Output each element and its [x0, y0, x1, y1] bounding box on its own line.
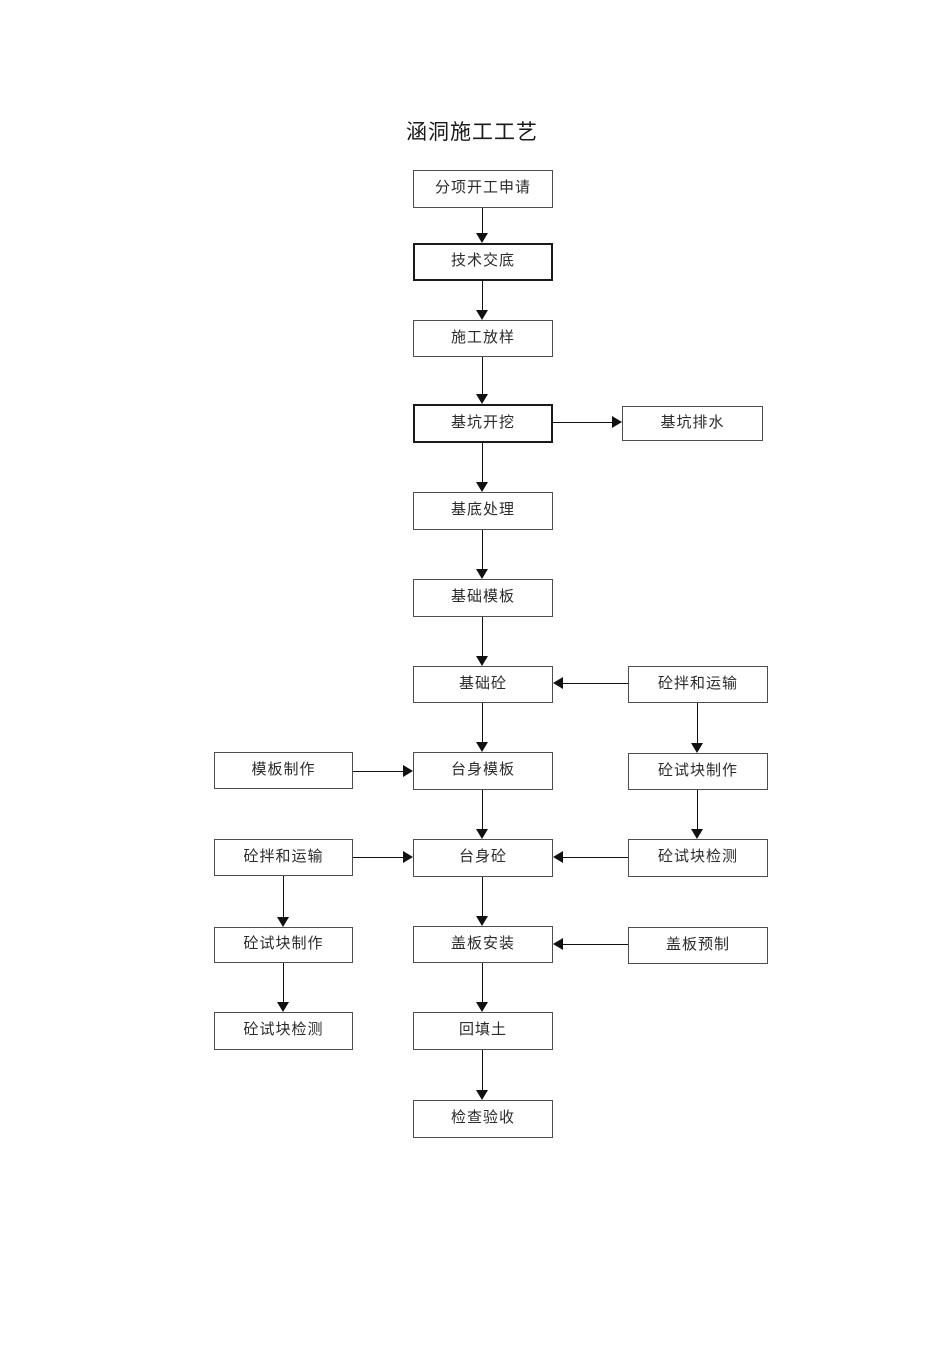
arrow-mixing-transport-left-test-block-making-left — [277, 876, 290, 927]
arrow-line — [282, 963, 284, 1003]
arrow-head — [277, 917, 289, 927]
arrow-line — [562, 856, 628, 858]
arrow-line — [481, 963, 483, 1003]
arrow-layout-survey-pit-excavation — [476, 357, 489, 404]
arrow-head — [553, 938, 563, 950]
arrow-mixing-transport-right-test-block-making-right — [691, 703, 704, 753]
arrow-base-treatment-foundation-formwork — [476, 530, 489, 579]
arrow-head — [612, 416, 622, 428]
arrow-backfill-inspection-acceptance — [476, 1050, 489, 1100]
arrow-line — [696, 703, 698, 744]
arrow-line — [553, 421, 613, 423]
arrow-line — [696, 790, 698, 830]
arrow-formwork-fabrication-body-formwork — [353, 765, 413, 778]
arrow-head — [403, 765, 413, 777]
flow-node-test-block-making-right: 砼试块制作 — [628, 753, 768, 790]
arrow-head — [476, 482, 488, 492]
arrow-foundation-concrete-body-formwork — [476, 703, 489, 752]
arrow-head — [476, 310, 488, 320]
arrow-mixing-transport-left-body-concrete — [353, 851, 413, 864]
flow-node-cover-installation: 盖板安装 — [413, 926, 553, 963]
arrow-head — [691, 743, 703, 753]
flow-node-test-block-testing-right: 砼试块检测 — [628, 839, 768, 877]
flow-node-base-treatment: 基底处理 — [413, 492, 553, 530]
arrow-head — [476, 916, 488, 926]
arrow-test-block-making-right-test-block-testing-right — [691, 790, 704, 839]
arrow-head — [277, 1002, 289, 1012]
arrow-line — [481, 877, 483, 917]
arrow-line — [562, 682, 628, 684]
arrow-cover-installation-backfill — [476, 963, 489, 1012]
arrow-head — [553, 851, 563, 863]
arrow-cover-prefabrication-cover-installation — [553, 938, 628, 951]
arrow-line — [282, 876, 284, 918]
arrow-line — [481, 208, 483, 234]
arrow-head — [476, 1090, 488, 1100]
flow-node-foundation-formwork: 基础模板 — [413, 579, 553, 617]
arrow-foundation-formwork-foundation-concrete — [476, 617, 489, 666]
arrow-mixing-transport-right-foundation-concrete — [553, 677, 628, 690]
flow-node-inspection-acceptance: 检查验收 — [413, 1100, 553, 1138]
flow-node-pit-excavation: 基坑开挖 — [413, 404, 553, 443]
arrow-head — [476, 1002, 488, 1012]
flow-node-body-formwork: 台身模板 — [413, 752, 553, 790]
arrow-head — [476, 233, 488, 243]
flow-node-layout-survey: 施工放样 — [413, 320, 553, 357]
arrow-line — [562, 943, 628, 945]
arrow-line — [353, 770, 404, 772]
arrow-head — [403, 851, 413, 863]
arrow-line — [481, 281, 483, 311]
arrow-line — [481, 357, 483, 395]
arrow-head — [691, 829, 703, 839]
flow-node-test-block-making-left: 砼试块制作 — [214, 927, 353, 963]
flow-node-test-block-testing-left: 砼试块检测 — [214, 1012, 353, 1050]
arrow-head — [476, 569, 488, 579]
arrow-line — [481, 703, 483, 743]
flow-node-tech-disclosure: 技术交底 — [413, 243, 553, 281]
flow-node-mixing-transport-left: 砼拌和运输 — [214, 839, 353, 876]
flow-node-sub-application: 分项开工申请 — [413, 170, 553, 208]
flow-node-foundation-concrete: 基础砼 — [413, 666, 553, 703]
flow-node-cover-prefabrication: 盖板预制 — [628, 927, 768, 964]
arrow-body-formwork-body-concrete — [476, 790, 489, 839]
arrow-head — [476, 394, 488, 404]
arrow-head — [476, 829, 488, 839]
arrow-pit-excavation-pit-drainage — [553, 416, 622, 429]
arrow-sub-application-tech-disclosure — [476, 208, 489, 243]
flow-node-formwork-fabrication: 模板制作 — [214, 752, 353, 789]
arrow-line — [481, 1050, 483, 1091]
arrow-test-block-making-left-test-block-testing-left — [277, 963, 290, 1012]
arrow-head — [476, 656, 488, 666]
flow-node-backfill: 回填土 — [413, 1012, 553, 1050]
arrow-line — [353, 856, 404, 858]
arrow-line — [481, 617, 483, 657]
arrow-tech-disclosure-layout-survey — [476, 281, 489, 320]
arrow-line — [481, 790, 483, 830]
arrow-test-block-testing-right-body-concrete — [553, 851, 628, 864]
arrow-pit-excavation-base-treatment — [476, 443, 489, 492]
diagram-title: 涵洞施工工艺 — [406, 120, 538, 144]
arrow-line — [481, 530, 483, 570]
arrow-line — [481, 443, 483, 483]
arrow-head — [476, 742, 488, 752]
arrow-body-concrete-cover-installation — [476, 877, 489, 926]
flow-node-body-concrete: 台身砼 — [413, 839, 553, 877]
flow-node-pit-drainage: 基坑排水 — [622, 406, 763, 441]
flow-node-mixing-transport-right: 砼拌和运输 — [628, 666, 768, 703]
arrow-head — [553, 677, 563, 689]
